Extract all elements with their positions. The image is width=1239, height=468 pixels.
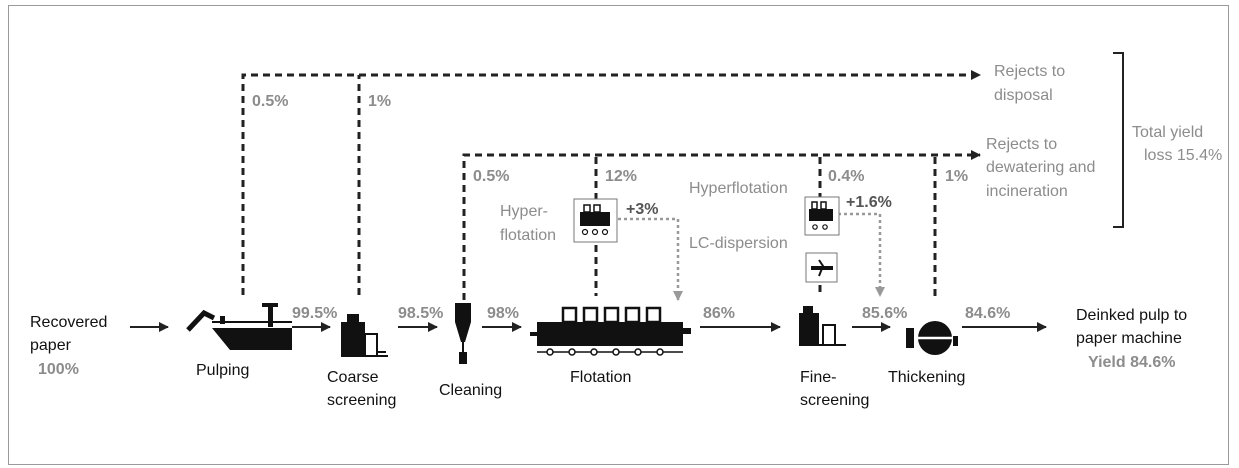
total-yield-line2: loss 15.4% bbox=[1144, 147, 1222, 164]
flow-after-coarse: 98.5% bbox=[398, 305, 443, 322]
step-labels: Pulping Coarse screening Cleaning Flotat… bbox=[196, 180, 965, 409]
thickener-icon bbox=[906, 321, 958, 355]
flotation-cells-icon bbox=[530, 306, 691, 356]
total-yield-bracket bbox=[1113, 52, 1124, 228]
step-thickening: Thickening bbox=[888, 369, 965, 386]
pulper-icon bbox=[186, 303, 292, 350]
input-label: Recovered paper 100% bbox=[30, 314, 107, 378]
output-yield: Yield 84.6% bbox=[1088, 354, 1175, 371]
input-label-line2: paper bbox=[30, 337, 72, 354]
reject-lines bbox=[241, 70, 981, 300]
step-pulping: Pulping bbox=[196, 362, 249, 379]
step-coarse-line1: Coarse bbox=[327, 369, 379, 386]
loss-cleaning: 0.5% bbox=[473, 168, 509, 185]
loss-pulping: 0.5% bbox=[252, 93, 288, 110]
total-yield-line1: Total yield bbox=[1132, 124, 1203, 141]
step-fine-line2: screening bbox=[800, 392, 869, 409]
step-cleaning: Cleaning bbox=[439, 382, 502, 399]
hyperflotation-returns bbox=[618, 212, 885, 301]
loss-flotation: 12% bbox=[605, 168, 637, 185]
flow-after-pulping: 99.5% bbox=[292, 305, 337, 322]
flow-after-fine: 85.6% bbox=[862, 305, 907, 322]
reject-labels: Rejects to disposal Rejects to dewaterin… bbox=[986, 63, 1095, 200]
reject-dewater-line2: dewatering and bbox=[986, 159, 1095, 176]
reject-disposal-line1: Rejects to bbox=[994, 63, 1065, 80]
step-lc-dispersion: LC-dispersion bbox=[689, 235, 788, 252]
flow-after-cleaning: 98% bbox=[487, 305, 519, 322]
flow-labels: 99.5% 98.5% 98% 86% 85.6% 84.6% bbox=[292, 305, 1010, 322]
step-hyperflotation: Hyperflotation bbox=[689, 180, 788, 197]
input-pct: 100% bbox=[38, 361, 79, 378]
hyper-gain-1: +3% bbox=[626, 201, 658, 218]
step-coarse-line2: screening bbox=[327, 392, 396, 409]
input-label-line1: Recovered bbox=[30, 314, 107, 331]
reject-line-dewatering bbox=[462, 150, 981, 300]
output-label: Deinked pulp to paper machine Yield 84.6… bbox=[1076, 307, 1187, 371]
hyper-return-2 bbox=[838, 212, 885, 297]
reject-disposal-line2: disposal bbox=[994, 87, 1053, 104]
loss-labels: 0.5% 1% 0.5% 12% 0.4% 1% +3% +1.6% bbox=[252, 93, 968, 218]
total-yield-label: Total yield loss 15.4% bbox=[1132, 124, 1222, 164]
loss-fine: 0.4% bbox=[828, 168, 864, 185]
hyper-gain-2: +1.6% bbox=[846, 194, 892, 211]
output-label-line2: paper machine bbox=[1076, 330, 1182, 347]
flow-after-thickening: 84.6% bbox=[965, 305, 1010, 322]
cleaner-icon bbox=[455, 303, 471, 364]
fine-screen-icon bbox=[799, 306, 846, 346]
lc-disperser-icon bbox=[805, 252, 838, 283]
reject-dewater-line1: Rejects to bbox=[986, 136, 1057, 153]
loss-thickening: 1% bbox=[945, 168, 968, 185]
reject-dewater-line3: incineration bbox=[986, 183, 1068, 200]
step-fine-line1: Fine- bbox=[800, 369, 836, 386]
hyper-return-1 bbox=[618, 217, 683, 301]
step-flotation: Flotation bbox=[570, 369, 631, 386]
step-hyper-line1: Hyper- bbox=[500, 203, 548, 220]
output-label-line1: Deinked pulp to bbox=[1076, 307, 1187, 324]
reject-line-disposal bbox=[241, 70, 981, 295]
hyperflotation-unit-icon bbox=[573, 198, 618, 243]
step-hyper-line2: flotation bbox=[500, 227, 556, 244]
flow-after-flotation: 86% bbox=[703, 305, 735, 322]
coarse-screen-icon bbox=[341, 314, 388, 357]
loss-coarse: 1% bbox=[368, 93, 391, 110]
hyperflotation-unit-icon-2 bbox=[804, 196, 840, 236]
diagram-frame bbox=[8, 5, 1229, 465]
